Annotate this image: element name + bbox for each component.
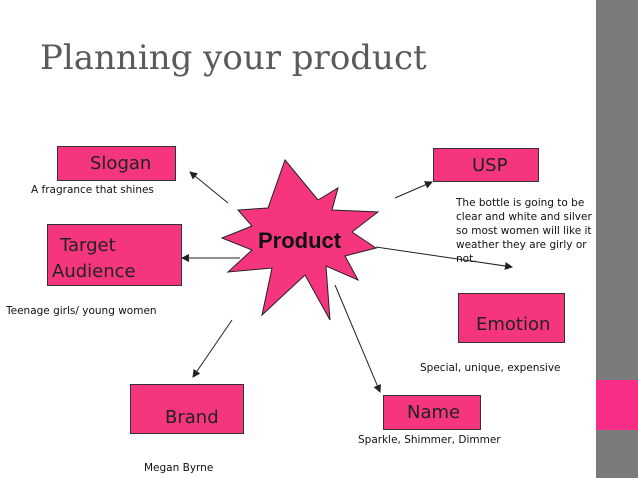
slogan-box: Slogan <box>57 146 176 181</box>
name-box: Name <box>383 395 481 430</box>
target-label-line1: Target <box>60 235 116 256</box>
product-label: Product <box>258 228 342 253</box>
arrow-to-usp <box>394 181 433 199</box>
arrow-to-brand <box>192 319 233 378</box>
usp-label: USP <box>472 155 508 176</box>
slide-title: Planning your product <box>40 38 427 78</box>
arrow-to-name <box>334 284 381 393</box>
emotion-label: Emotion <box>476 314 551 335</box>
emotion-note: Special, unique, expensive <box>420 362 561 374</box>
arrow-to-emotion <box>375 246 513 270</box>
name-label: Name <box>407 402 461 423</box>
brand-label: Brand <box>165 407 219 428</box>
sidebar-accent <box>596 380 638 430</box>
usp-note: The bottle is going to be clear and whit… <box>456 197 592 265</box>
target-audience-box: Target Audience <box>47 224 182 286</box>
target-note: Teenage girls/ young women <box>6 305 157 317</box>
slogan-note: A fragrance that shines <box>31 184 154 196</box>
brand-note: Megan Byrne <box>144 462 214 474</box>
product-starburst <box>220 159 380 321</box>
arrow-to-slogan <box>189 171 229 204</box>
name-note: Sparkle, Shimmer, Dimmer <box>358 434 501 446</box>
target-label-line2: Audience <box>52 261 136 282</box>
usp-box: USP <box>433 148 539 182</box>
diagram-canvas <box>181 159 513 393</box>
emotion-box: Emotion <box>458 293 565 343</box>
brand-box: Brand <box>130 384 244 434</box>
slogan-label: Slogan <box>90 153 152 174</box>
